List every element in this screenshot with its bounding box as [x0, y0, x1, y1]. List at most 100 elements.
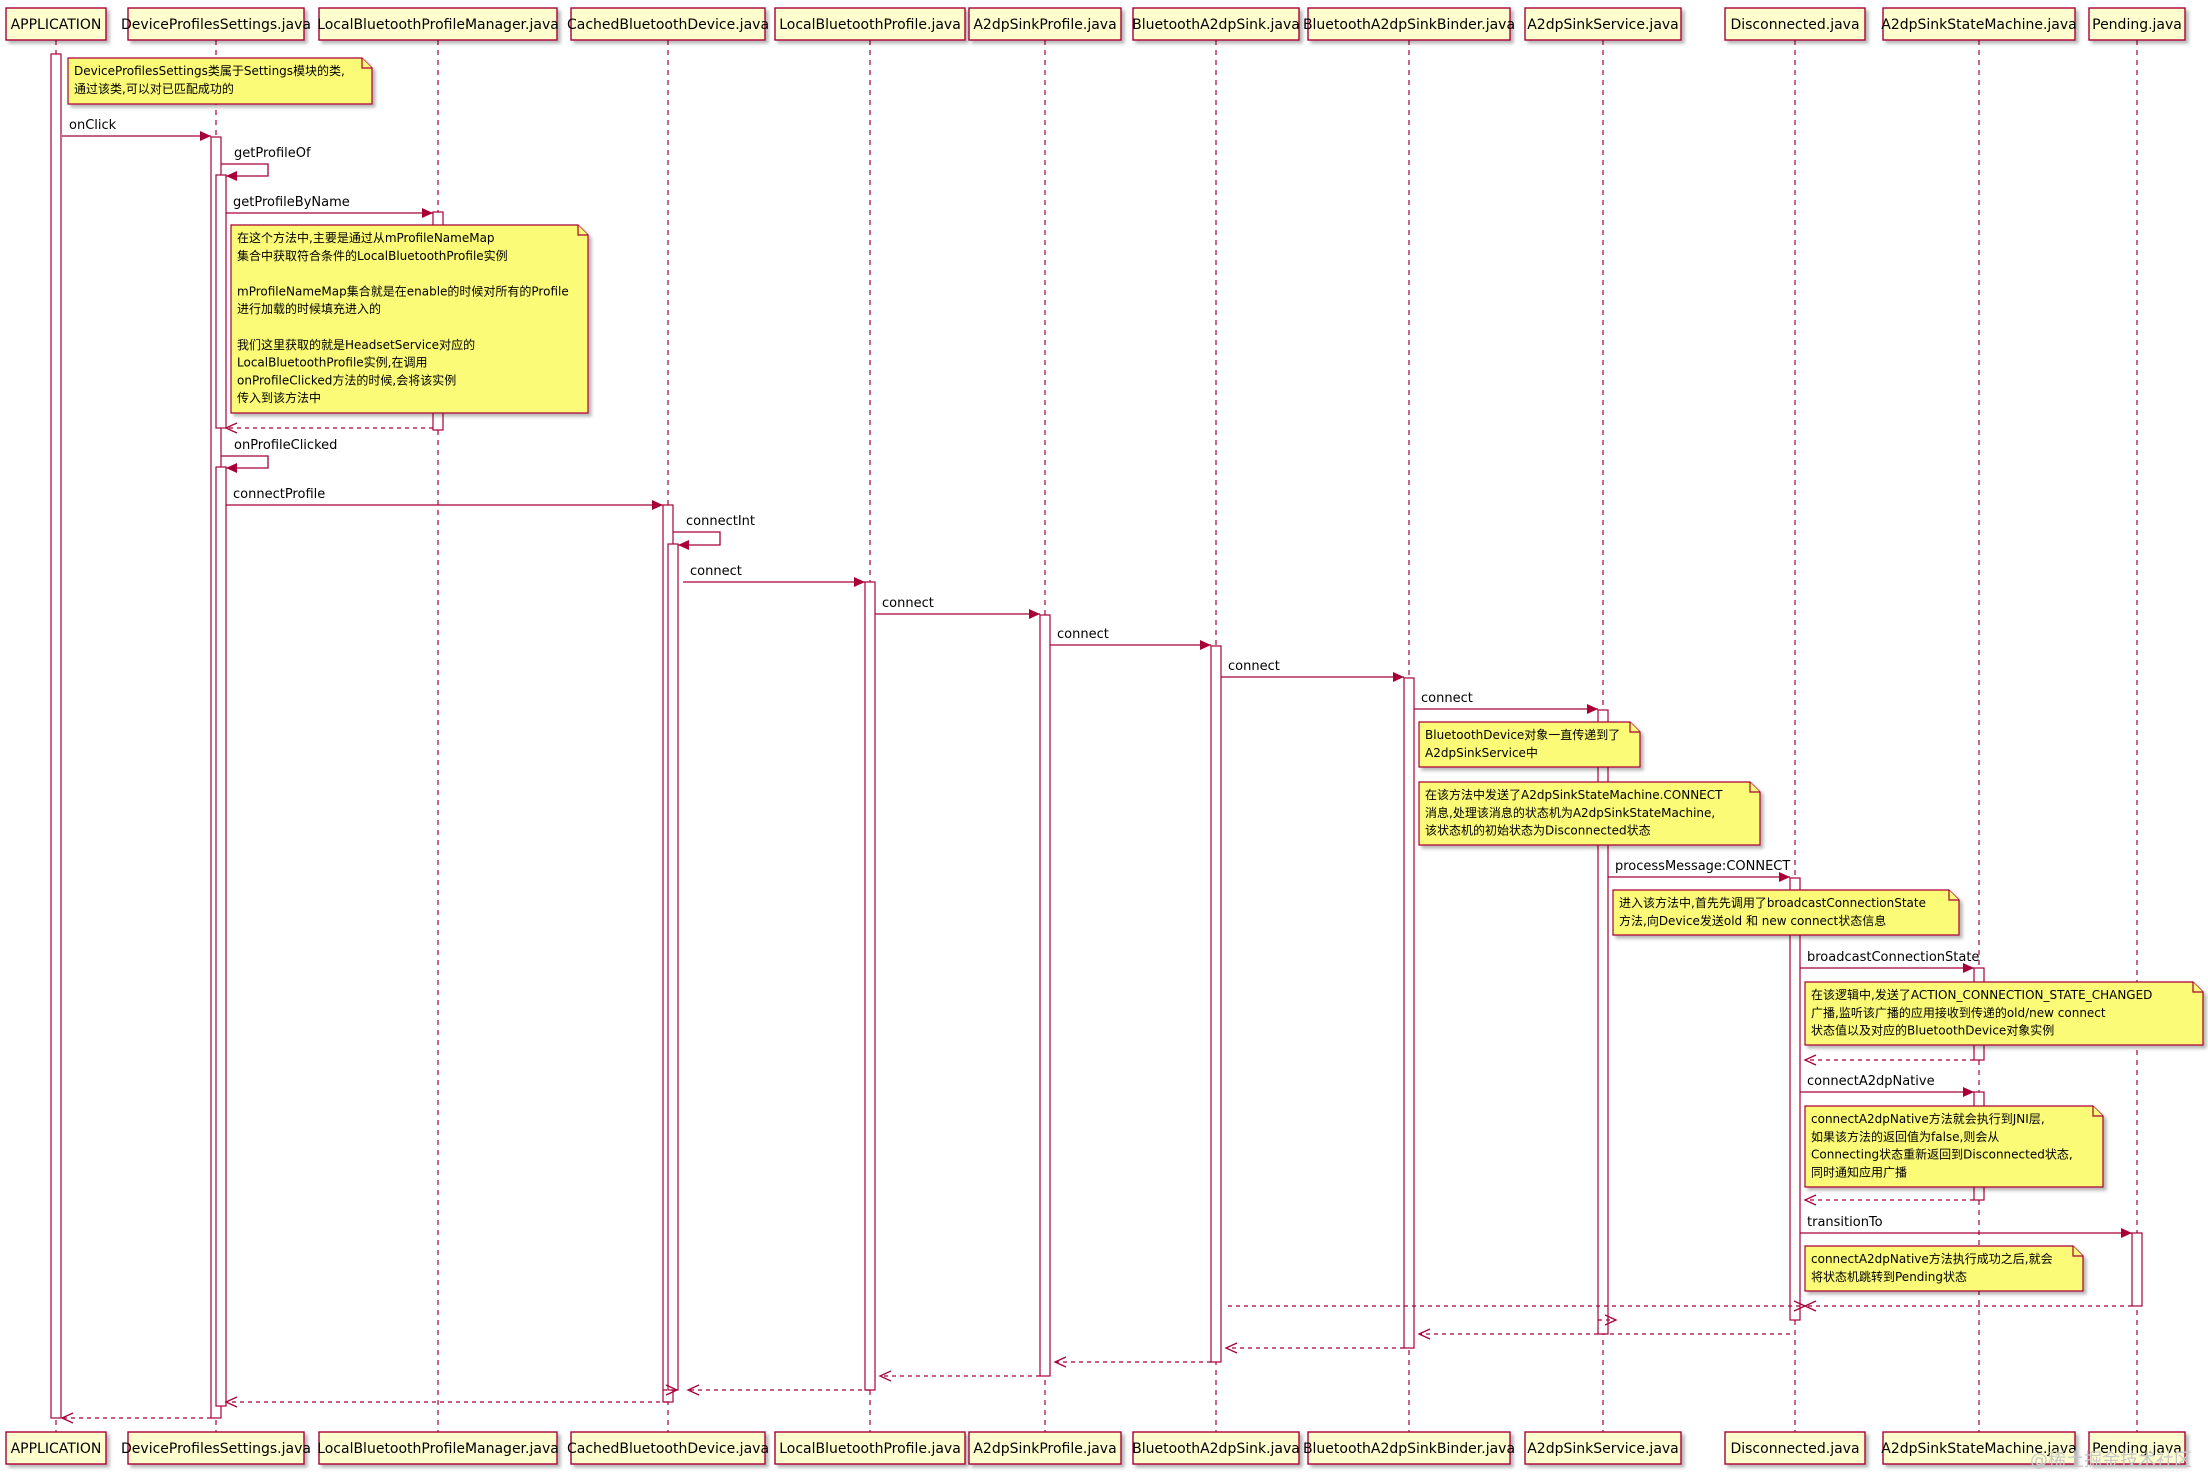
- participant-top: LocalBluetoothProfile.java: [774, 7, 966, 41]
- note-text: 在该逻辑中,发送了ACTION_CONNECTION_STATE_CHANGED: [1811, 987, 2152, 1002]
- message: connect: [1414, 691, 1598, 714]
- note-text: 进行加载的时候填充进入的: [237, 301, 381, 316]
- participant-box: [1524, 1431, 1682, 1465]
- message-label: getProfileOf: [234, 146, 311, 161]
- note: connectA2dpNative方法就会执行到JNI层,如果该方法的返回值为f…: [1804, 1105, 2104, 1188]
- participant-label: LocalBluetoothProfileManager.java: [317, 17, 559, 33]
- note-box: [1804, 1105, 2104, 1188]
- note-text: 传入到该方法中: [237, 390, 321, 405]
- arrow-head: [1963, 1087, 1974, 1097]
- participant-bottom: APPLICATION: [5, 1431, 107, 1465]
- participant-bottom: LocalBluetoothProfile.java: [774, 1431, 966, 1465]
- message: connect: [683, 564, 865, 587]
- note-text: 广播,监听该广播的应用接收到传递的old/new connect: [1811, 1005, 2106, 1020]
- participant-label: LocalBluetoothProfileManager.java: [317, 1441, 559, 1457]
- note-fold: [2072, 1246, 2083, 1257]
- participant-top: A2dpSinkService.java: [1524, 7, 1682, 41]
- arrow-head: [1200, 640, 1211, 650]
- activation-bar: [215, 466, 227, 1407]
- participant-label: LocalBluetoothProfile.java: [779, 17, 961, 33]
- arrow-head: [854, 577, 865, 587]
- activation-bar: [1210, 645, 1222, 1363]
- participant-bottom: Pending.java: [2088, 1431, 2186, 1465]
- arrow-head: [1803, 1300, 1817, 1312]
- participant-label: BluetoothA2dpSink.java: [1132, 17, 1300, 33]
- participant-box: [2088, 7, 2186, 41]
- message: getProfileByName: [226, 195, 433, 218]
- note-text: 将状态机跳转到Pending状态: [1811, 1269, 1967, 1284]
- participant-label: APPLICATION: [11, 17, 102, 33]
- participant-label: Disconnected.java: [1730, 17, 1859, 33]
- participant-top: CachedBluetoothDevice.java: [567, 7, 769, 41]
- note-box: [1418, 721, 1641, 768]
- participant-bottom: BluetoothA2dpSink.java: [1132, 1431, 1300, 1465]
- arrow-head: [226, 171, 237, 181]
- return-message: [224, 1396, 668, 1408]
- arrow-head: [1417, 1328, 1431, 1340]
- arrow-head: [1803, 1194, 1817, 1206]
- arrow-head: [1604, 1314, 1618, 1326]
- arrow-head: [200, 131, 211, 141]
- participant-label: A2dpSinkStateMachine.java: [1881, 1441, 2076, 1457]
- note-fold: [361, 58, 372, 69]
- arrow-head: [1393, 672, 1404, 682]
- participant-top: Pending.java: [2088, 7, 2186, 41]
- note-text: Connecting状态重新返回到Disconnected状态,: [1811, 1147, 2073, 1162]
- arrow-head: [878, 1370, 892, 1382]
- participant-bottom: LocalBluetoothProfileManager.java: [317, 1431, 559, 1465]
- message: getProfileOf: [221, 146, 311, 181]
- arrow-head: [652, 500, 663, 510]
- message-line: [221, 163, 269, 177]
- message: onClick: [62, 118, 211, 141]
- participant-box: [1882, 1431, 2076, 1465]
- note-box: [1804, 981, 2204, 1046]
- participant-top: BluetoothA2dpSink.java: [1132, 7, 1300, 41]
- activation-bar: [864, 581, 876, 1391]
- participant-box: [968, 1431, 1122, 1465]
- participant-top: DeviceProfilesSettings.java: [121, 7, 311, 41]
- participant-label: BluetoothA2dpSinkBinder.java: [1303, 1441, 1515, 1457]
- message: connect: [1050, 627, 1211, 650]
- participant-top: A2dpSinkStateMachine.java: [1881, 7, 2077, 41]
- return-message: [1803, 1054, 1974, 1066]
- note-text: LocalBluetoothProfile实例,在调用: [237, 355, 427, 370]
- message: onProfileClicked: [221, 438, 337, 473]
- activation-bar: [1403, 677, 1415, 1349]
- message-label: getProfileByName: [233, 195, 350, 210]
- participant-label: LocalBluetoothProfile.java: [779, 1441, 961, 1457]
- participant-label: Pending.java: [2092, 1441, 2182, 1457]
- message-line: [221, 455, 269, 469]
- participant-label: A2dpSinkProfile.java: [973, 1441, 1116, 1457]
- message-label: connect: [1057, 627, 1109, 642]
- return-message: [1803, 1194, 1974, 1206]
- arrow-head: [422, 208, 433, 218]
- participant-bottom: A2dpSinkStateMachine.java: [1881, 1431, 2077, 1465]
- participant-label: DeviceProfilesSettings.java: [121, 1441, 311, 1457]
- participant-box: [318, 1431, 558, 1465]
- message-line: [673, 531, 721, 546]
- return-message: [1224, 1342, 1404, 1354]
- participant-label: Disconnected.java: [1730, 1441, 1859, 1457]
- note-box: [1612, 889, 1960, 936]
- arrow-head: [1053, 1356, 1067, 1368]
- watermark: @稀土掘金技术社区: [2030, 1450, 2192, 1471]
- participant-box: [570, 7, 766, 41]
- participant-box: [1307, 1431, 1511, 1465]
- participant-box: [1132, 1431, 1300, 1465]
- note-fold: [2192, 982, 2203, 993]
- participant-box: [318, 7, 558, 41]
- participant-bottom: Disconnected.java: [1724, 1431, 1866, 1465]
- arrow-head: [1963, 963, 1974, 973]
- participant-box: [127, 7, 305, 41]
- note-box: [67, 57, 373, 105]
- participant-label: CachedBluetoothDevice.java: [567, 17, 769, 33]
- note-text: mProfileNameMap集合就是在enable的时候对所有的Profile: [237, 283, 569, 298]
- note-fold: [1948, 890, 1959, 901]
- return-message: [878, 1370, 1040, 1382]
- note-text: 在这个方法中,主要是通过从mProfileNameMap: [237, 230, 495, 245]
- participant-label: BluetoothA2dpSinkBinder.java: [1303, 17, 1515, 33]
- arrow-head: [226, 463, 237, 473]
- return-message: [663, 1384, 679, 1396]
